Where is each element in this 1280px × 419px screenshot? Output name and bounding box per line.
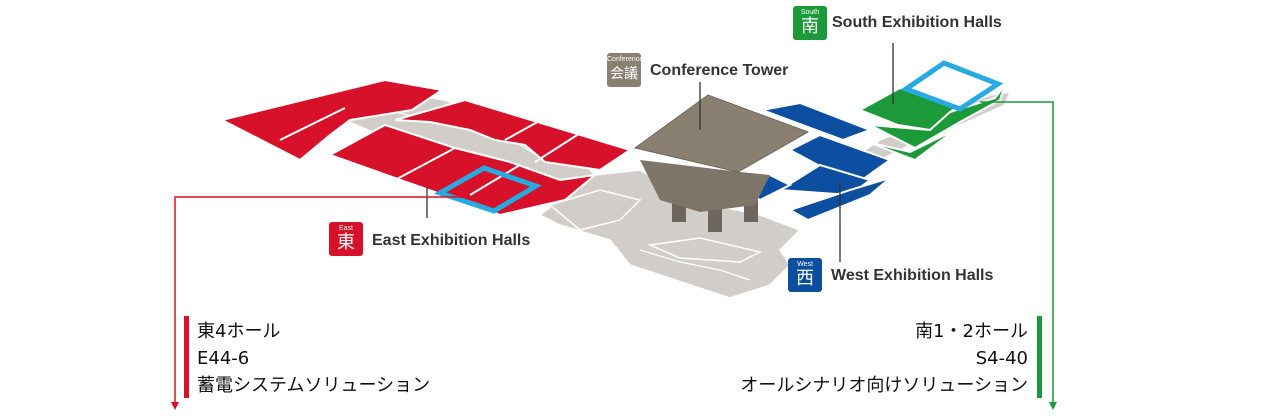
east-halls-label: East Exhibition Halls [372, 232, 531, 249]
east-booth-number: E44-6 [197, 348, 250, 369]
east-badge-char: 東 [337, 232, 355, 253]
south-booth-info: 南1・2ホール S4-40 オールシナリオ向けソリューション [740, 318, 1028, 399]
south-badge-small-text: South [800, 9, 820, 16]
west-badge: West 西 [788, 258, 822, 292]
east-booth-info: 東4ホール E44-6 蓄電システムソリューション [197, 318, 430, 399]
east-booth-title: 蓄電システムソリューション [197, 375, 431, 396]
south-hall-name: 南1・2ホール [915, 321, 1028, 342]
south-leader-line [980, 101, 1054, 402]
east-badge: East 東 [329, 222, 363, 256]
east-hall-block [219, 78, 445, 162]
west-hall-block [776, 163, 873, 197]
south-badge-char: 南 [801, 16, 819, 37]
west-hall-block [758, 101, 873, 142]
conference-badge-char: 会議 [610, 66, 638, 82]
south-info-bar [1037, 316, 1042, 398]
east-hall-name: 東4ホール [197, 321, 281, 342]
west-badge-small-text: West [797, 261, 813, 268]
south-hall-block [867, 129, 956, 162]
east-booth-highlight [433, 165, 542, 214]
south-booth-number: S4-40 [975, 348, 1028, 369]
south-booth-title: オールシナリオ向けソリューション [740, 375, 1028, 396]
conference-badge: Conference 会議 [607, 53, 644, 87]
south-hall-block [869, 84, 1006, 150]
south-halls-label: South Exhibition Halls [832, 14, 1002, 31]
south-badge: South 南 [793, 6, 827, 40]
west-badge-char: 西 [796, 268, 814, 289]
east-leader-line [174, 196, 466, 402]
east-badge-small-text: East [338, 225, 353, 232]
conference-badge-small-text: Conference [607, 56, 644, 63]
east-arrow-head [171, 402, 179, 410]
conference-tower-map [633, 94, 810, 232]
south-arrow-head [1049, 402, 1057, 410]
conference-tower-label: Conference Tower [650, 62, 789, 79]
east-halls-map [219, 78, 633, 217]
south-booth-highlight [900, 60, 1004, 112]
west-halls-label: West Exhibition Halls [831, 267, 994, 284]
east-info-bar [184, 316, 189, 398]
